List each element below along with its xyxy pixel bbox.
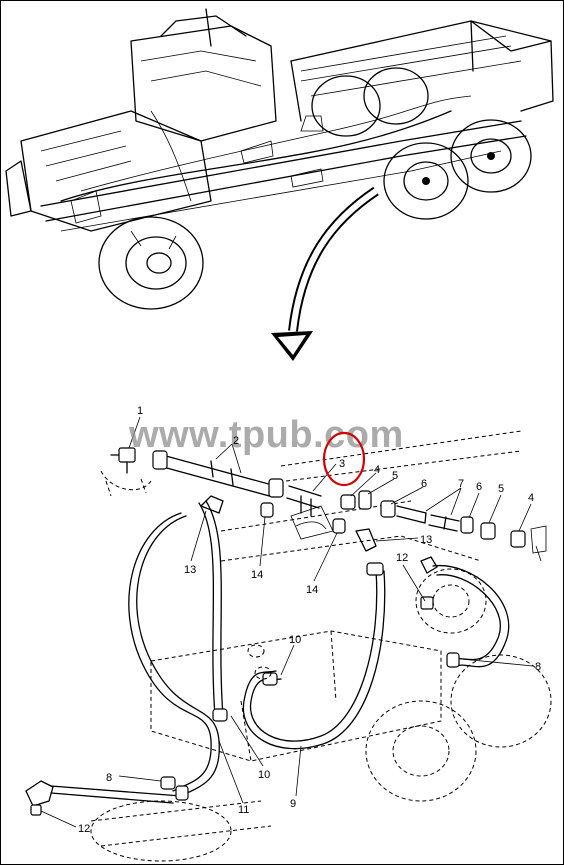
callout-14-right: 14 — [306, 584, 318, 596]
callout-8-right: 8 — [535, 661, 541, 673]
callout-12-left: 12 — [78, 823, 90, 835]
callout-6-left: 6 — [421, 478, 427, 490]
watermark-text: www.tpub.com — [128, 414, 404, 456]
callout-numbers: 1 2 3 4 5 6 7 6 5 4 13 14 14 13 12 10 8 … — [78, 405, 541, 835]
callout-6-right: 6 — [476, 481, 482, 493]
callout-12-right: 12 — [396, 552, 408, 564]
elbows-and-fittings — [200, 495, 438, 574]
fittings-8-12 — [25, 596, 434, 816]
fittings-left — [340, 490, 427, 524]
callout-10-top: 10 — [289, 634, 301, 646]
callout-1: 1 — [137, 405, 143, 417]
callout-10-bottom: 10 — [258, 769, 270, 781]
hoses — [50, 500, 510, 804]
callout-3: 3 — [339, 458, 345, 470]
part-1-elbow — [110, 447, 136, 474]
part-2-tube — [152, 450, 284, 498]
callout-9: 9 — [290, 798, 296, 810]
exploded-parts-view — [25, 416, 552, 862]
callout-7: 7 — [458, 478, 464, 490]
leader-lines — [40, 416, 534, 828]
detail-arrow — [271, 186, 379, 361]
callout-13-right: 13 — [420, 534, 432, 546]
part-3-tee — [286, 485, 334, 540]
callout-4-right: 4 — [528, 492, 534, 504]
truck-illustration — [5, 8, 554, 310]
callout-5-right: 5 — [498, 483, 504, 495]
callout-8-left: 8 — [106, 772, 112, 784]
highlight-circle — [322, 431, 366, 487]
callout-5-left: 5 — [392, 470, 398, 482]
callout-4-left: 4 — [374, 464, 380, 476]
lower-structure — [90, 568, 552, 862]
callout-13-left: 13 — [184, 564, 196, 576]
fittings-right — [428, 514, 547, 562]
callout-14-left: 14 — [251, 569, 263, 581]
callout-2: 2 — [233, 435, 239, 447]
callout-11: 11 — [238, 804, 249, 816]
